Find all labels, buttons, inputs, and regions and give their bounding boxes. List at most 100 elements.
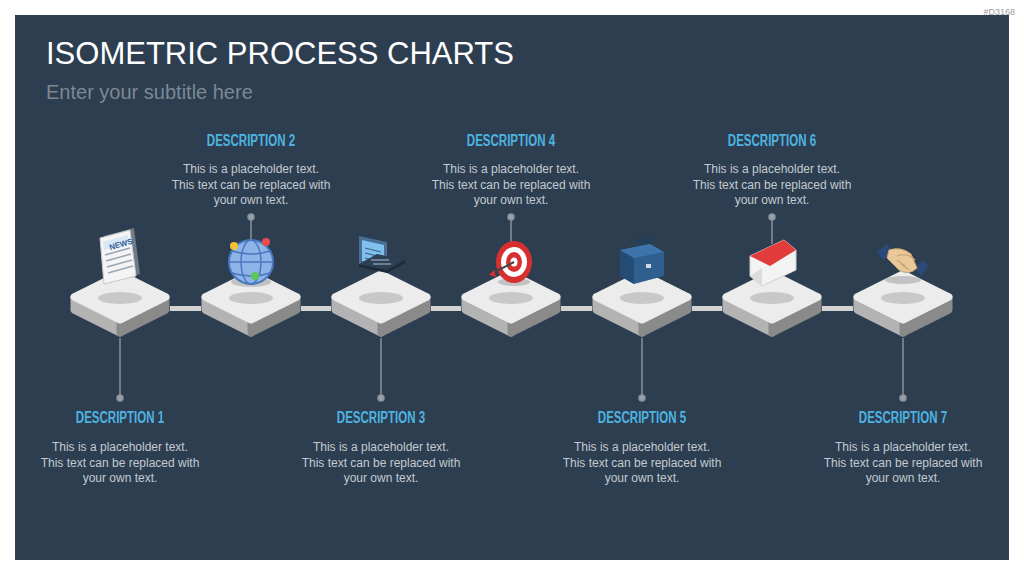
laptop-icon-part-part [365,248,381,252]
step-description: This is a placeholder text. This text ca… [692,162,852,209]
connector-stroke [561,306,592,311]
icon-shadow [98,292,142,304]
platform-shape [853,270,953,340]
globe-icon-part [230,242,238,250]
step-heading: DESCRIPTION 6 [707,132,837,150]
newspaper-icon-part [105,248,133,273]
platform-shape [331,270,431,340]
leader-line-part [510,217,512,244]
platform-shape [461,270,561,340]
platform-face [596,274,688,320]
globe-icon-part [229,261,273,263]
watermark: #D3168 [983,7,1015,17]
globe-icon-part [262,238,270,246]
laptop-icon-part-part [373,263,391,265]
platform-shape [70,270,170,340]
target-icon-part [489,270,496,277]
leader-line-part [902,338,904,397]
platform-shape [722,270,822,340]
process-step: DESCRIPTION 2This is a placeholder text.… [201,270,301,340]
process-step: DESCRIPTION 5This is a placeholder text.… [592,270,692,340]
process-step: DESCRIPTION 3This is a placeholder text.… [331,270,431,340]
connector-line [170,308,201,309]
laptop-icon-part-part [365,258,377,261]
leader-line-part [378,395,384,401]
leader-line-part [380,338,382,397]
process-step: DESCRIPTION 4This is a placeholder text.… [461,270,561,340]
platform-face [335,274,427,320]
step-description: This is a placeholder text. This text ca… [301,440,461,487]
leader-line-part [900,395,906,401]
platform-face [857,274,949,320]
platform-face [205,274,297,320]
step-description: This is a placeholder text. This text ca… [40,440,200,487]
connector-stroke [822,306,853,311]
handshake-icon-part [897,260,909,270]
platform-face [74,274,166,320]
step-heading: DESCRIPTION 3 [316,409,446,427]
handshake-icon-part [887,249,917,273]
process-step: DESCRIPTION 1This is a placeholder text.… [70,270,170,340]
handshake-icon-part [915,260,929,276]
briefcase-icon-part [646,264,651,268]
handshake-icon-part [897,255,915,260]
icon-shadow [359,292,403,304]
laptop-icon-part-part [371,259,389,261]
platform-shape [201,270,301,340]
briefcase-icon-part [620,244,664,258]
connector-line [692,308,722,309]
platform-shape [592,270,692,340]
subtitle: Enter your subtitle here [46,81,253,104]
step-heading: DESCRIPTION 2 [186,132,316,150]
leader-line-part [639,395,645,401]
envelope-icon-part [750,240,796,266]
leader-line-part [248,214,254,220]
laptop-icon-part [359,254,405,270]
platform-face [465,274,557,320]
connector-stroke [301,306,331,311]
leader-line-part [119,338,121,397]
connector-line [822,308,853,309]
process-step: DESCRIPTION 7This is a placeholder text.… [853,270,953,340]
newspaper-icon-part-part [107,260,132,267]
leader-line-part [641,338,643,397]
icon-shadow [750,292,794,304]
leader-line-part [771,217,773,244]
target-icon-part [506,252,522,272]
newspaper-icon-part-part [106,254,131,261]
connector-line [301,308,331,309]
briefcase-icon-part [636,240,650,246]
connector-line [561,308,592,309]
laptop-icon-part [359,236,387,270]
connector-stroke [170,306,201,311]
laptop-icon-part [371,259,391,265]
leader-line-part [769,214,775,220]
laptop-icon-part-part [365,253,381,257]
leader-line-part [508,214,514,220]
leader-line [117,214,906,401]
step-description: This is a placeholder text. This text ca… [431,162,591,209]
slide-title: ISOMETRIC PROCESS CHARTS [46,36,514,72]
leader-line-part [250,217,252,244]
step-heading: DESCRIPTION 4 [446,132,576,150]
target-icon-part [511,258,518,267]
step-heading: DESCRIPTION 1 [55,409,185,427]
connector-stroke [431,306,461,311]
handshake-icon-part [877,244,893,260]
icon-label: NEWS [108,237,134,252]
process-step: DESCRIPTION 6This is a placeholder text.… [722,270,822,340]
step-description: This is a placeholder text. This text ca… [171,162,331,209]
connector-stroke [692,306,722,311]
step-description: This is a placeholder text. This text ca… [823,440,983,487]
platform-face [726,274,818,320]
laptop-icon-part [362,240,384,266]
icon-shadow [620,292,664,304]
step-heading: DESCRIPTION 7 [838,409,968,427]
laptop-icon [359,236,405,273]
connector-line [431,308,461,309]
step-heading: DESCRIPTION 5 [577,409,707,427]
icon-shadow [229,292,273,304]
step-description: This is a placeholder text. This text ca… [562,440,722,487]
leader-line-part [117,395,123,401]
